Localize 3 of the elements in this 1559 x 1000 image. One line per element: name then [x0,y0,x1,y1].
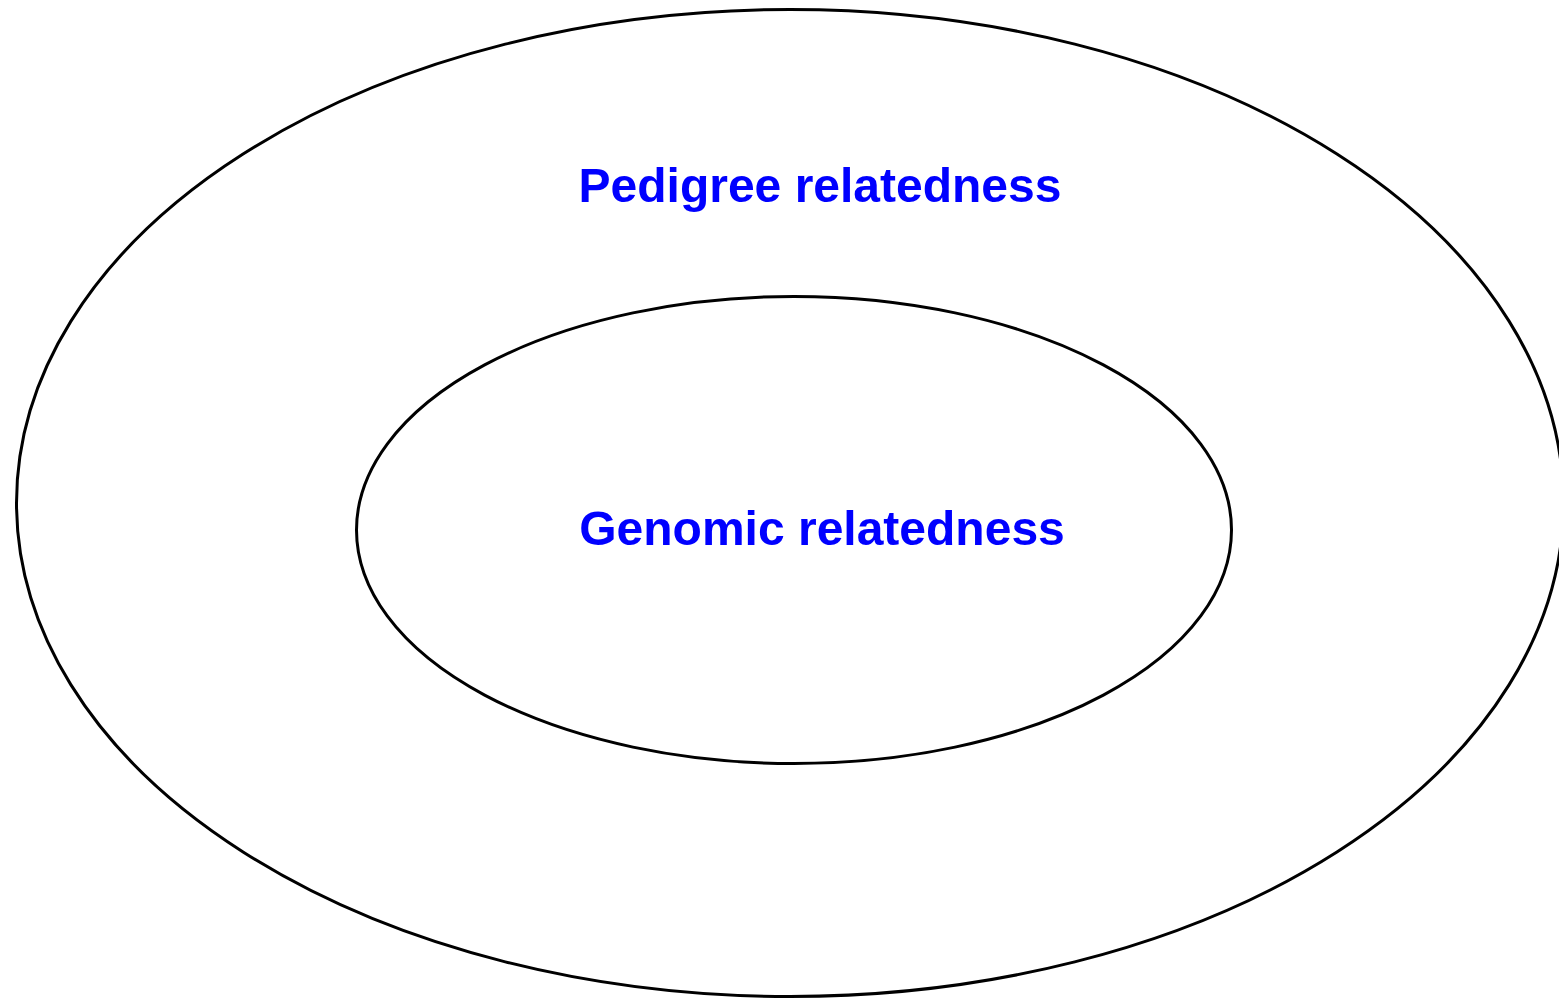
ellipse [355,295,1233,765]
ellipse-label: Genomic relatedness [579,503,1065,556]
ellipse-label: Pedigree relatedness [578,160,1062,213]
